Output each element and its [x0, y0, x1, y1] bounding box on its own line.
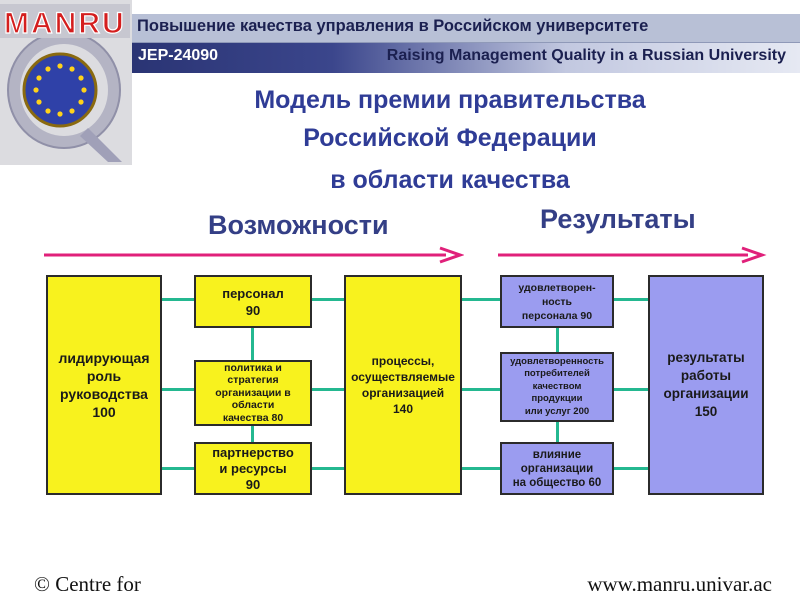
box-text: стратегия — [227, 374, 279, 387]
project-code: JEP-24090 — [138, 47, 219, 64]
business-results-box: результаты работы организации 150 — [648, 275, 764, 495]
box-text: политика и — [224, 361, 282, 374]
box-text: персонала 90 — [521, 309, 593, 322]
box-text: удовлетворенность — [510, 355, 604, 367]
box-text: 90 — [245, 302, 261, 318]
connector — [312, 298, 344, 301]
page-title-line1: Модель премии правительства — [254, 86, 646, 114]
page-title-line3: в области качества — [330, 166, 570, 194]
box-text: на общество 60 — [512, 476, 602, 489]
footer-copyright: © Centre for — [34, 572, 141, 596]
connector — [614, 388, 648, 391]
connector — [162, 388, 194, 391]
connector — [614, 467, 648, 470]
connector — [162, 467, 194, 470]
connector — [251, 426, 254, 442]
connector — [462, 467, 500, 470]
logo-text: MANRU — [4, 7, 126, 40]
page-title-line2: Российской Федерации — [303, 124, 597, 152]
box-text: организации — [520, 462, 594, 475]
manru-logo: MANRU — [0, 0, 132, 165]
box-text: 140 — [392, 402, 414, 416]
society-impact-box: влияние организации на общество 60 — [500, 442, 614, 495]
eu-stars-icon — [33, 63, 87, 117]
box-text: персонал — [222, 285, 284, 301]
box-text: 90 — [245, 476, 261, 492]
box-text: качества 80 — [222, 411, 284, 424]
connector — [614, 298, 648, 301]
header-title-ru: Повышение качества управления в Российск… — [137, 17, 649, 35]
box-text: осуществляемые — [351, 370, 455, 384]
connector — [162, 298, 194, 301]
box-text: качеством — [532, 380, 582, 392]
connector — [462, 298, 500, 301]
connector — [556, 422, 559, 442]
connector — [556, 328, 559, 352]
box-text: 100 — [92, 404, 116, 420]
box-text: организацией — [361, 386, 445, 400]
leadership-box: лидирующая роль руководства 100 — [46, 275, 162, 495]
box-text: 150 — [694, 404, 718, 419]
policy-strategy-box: политика и стратегия организации в облас… — [194, 360, 312, 426]
box-text: процессы, — [371, 354, 435, 368]
connector — [312, 467, 344, 470]
box-text: работы — [680, 368, 732, 383]
processes-box: процессы, осуществляемые организацией 14… — [344, 275, 462, 495]
box-text: области — [231, 399, 275, 412]
box-text: руководства — [60, 386, 148, 402]
header-title-en: Raising Management Quality in a Russian … — [386, 47, 786, 64]
header-bar-top — [132, 14, 800, 43]
box-text: организации — [663, 386, 749, 401]
personnel-box: персонал 90 — [194, 275, 312, 328]
box-text: удовлетворен- — [518, 281, 596, 294]
box-text: партнерство — [212, 444, 294, 460]
box-text: роль — [86, 368, 122, 384]
customer-satisfaction-box: удовлетворенность потребителей качеством… — [500, 352, 614, 422]
footer-url: www.manru.univar.ac — [587, 572, 772, 596]
results-label: Результаты — [540, 204, 696, 234]
box-text: ность — [541, 295, 573, 308]
header-bar-bottom — [132, 43, 800, 73]
box-text: потребителей — [524, 368, 590, 380]
personnel-satisfaction-box: удовлетворен- ность персонала 90 — [500, 275, 614, 328]
box-text: лидирующая — [58, 350, 150, 366]
enablers-arrow-icon — [44, 246, 464, 264]
enablers-label: Возможности — [208, 210, 389, 240]
box-text: результаты — [667, 350, 745, 365]
box-text: организации в — [215, 386, 291, 399]
box-text: или услуг 200 — [524, 405, 590, 417]
box-text: влияние — [532, 448, 582, 461]
box-text: и ресурсы — [219, 460, 287, 476]
box-text: продукции — [531, 393, 583, 405]
connector — [251, 328, 254, 360]
connector — [312, 388, 344, 391]
results-arrow-icon — [498, 246, 767, 264]
partnership-resources-box: партнерство и ресурсы 90 — [194, 442, 312, 495]
connector — [462, 388, 500, 391]
